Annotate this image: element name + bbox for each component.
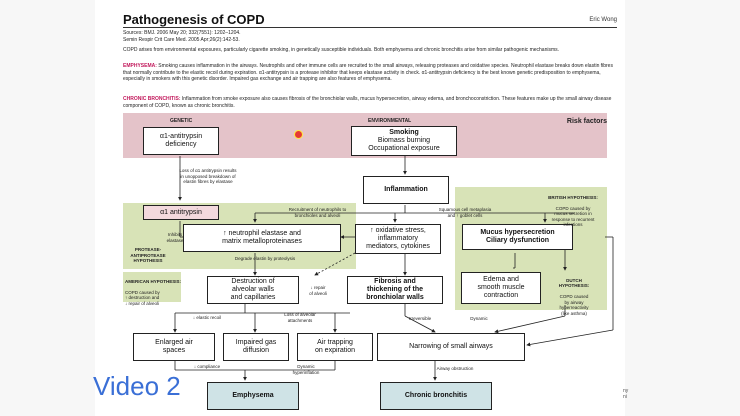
neutrophil-elastase-box: ↑ neutrophil elastase and matrix metallo… [183, 224, 341, 252]
video-label: Video 2 [93, 371, 181, 401]
document-page: Pathogenesis of COPD Eric Wong Sources: … [95, 0, 625, 416]
squamous-note: Squamous cell metaplasia and ↑ goblet ce… [438, 207, 492, 218]
elastic-recoil-note: ↓ elastic recoil [192, 315, 222, 320]
a1at-deficiency-box: α1-antitrypsin deficiency [143, 127, 219, 155]
repair-note: ↓ repair of alveoli [309, 285, 327, 296]
chronic-bronchitis-box: Chronic bronchitis [380, 382, 492, 410]
risk-factors-label: Risk factors [566, 118, 607, 125]
loss-attachments-note: Loss of alveolar attachments [284, 312, 316, 323]
source-2: Semin Respir Crit Care Med. 2005 Apr;26(… [123, 37, 240, 43]
environmental-header: ENVIRONMENTAL [368, 118, 412, 124]
emphysema-box: Emphysema [207, 382, 299, 410]
author: Eric Wong [589, 17, 617, 23]
title-rule [123, 27, 617, 28]
bronchitis-label: CHRONIC BRONCHITIS: [123, 96, 181, 102]
bronchitis-text: Inflammation from smoke exposure also ca… [123, 96, 612, 109]
airway-obstruction-note: Airway obstruction [436, 366, 474, 371]
enlarged-air-spaces-box: Enlarged air spaces [133, 333, 215, 361]
inhibits-elastase-note: Inhibits elastase [166, 232, 184, 243]
pointer-cursor [294, 130, 303, 139]
oxidative-stress-box: ↑ oxidative stress, inflammatory mediato… [355, 224, 441, 254]
recruitment-note: Recruitment of neutrophils to bronchiole… [288, 207, 347, 218]
american-hypothesis-header: AMERICAN HYPOTHESIS: [125, 278, 182, 284]
narrowing-box: Narrowing of small airways [377, 333, 525, 361]
irreversible-note: Irreversible [408, 316, 432, 321]
smoking-title: Smoking [389, 129, 419, 136]
degrade-elastin-note: Degrade elastin by proteolysis [234, 256, 296, 261]
dutch-hypothesis-header: DUTCH HYPOTHESIS: [558, 277, 590, 289]
a1at-box: α1 antitrypsin [143, 205, 219, 220]
american-hypothesis-panel [123, 272, 181, 302]
corner-text: ny ni [623, 388, 629, 400]
air-trapping-box: Air trapping on expiration [297, 333, 373, 361]
american-hypothesis: AMERICAN HYPOTHESIS: COPD caused by ↑ de… [125, 273, 181, 312]
protease-hypothesis-label: PROTEASE- ANTIPROTEASE HYPOTHESIS [130, 247, 166, 263]
emphysema-paragraph: EMPHYSEMA: Smoking causes inflammation i… [123, 63, 617, 83]
inflammation-box: Inflammation [363, 176, 449, 204]
dynamic-note: Dynamic [470, 316, 488, 321]
connector-lines [173, 156, 614, 381]
british-hypothesis: BRITISH HYPOTHESIS: COPD caused by mucus… [542, 189, 604, 233]
dutch-hypothesis-text: COPD caused by airway hyperreactivity (l… [559, 294, 589, 316]
impaired-gas-diffusion-box: Impaired gas diffusion [223, 333, 289, 361]
dynamic-hyperinflation-note: Dynamic hyperinflation [292, 364, 320, 375]
source-1: Sources: BMJ. 2006 May 20; 332(7551): 12… [123, 30, 241, 36]
bronchitis-paragraph: CHRONIC BRONCHITIS: Inflammation from sm… [123, 96, 617, 109]
dutch-hypothesis: DUTCH HYPOTHESIS: COPD caused by airway … [543, 272, 605, 322]
mucus-hypersecretion-box: Mucus hypersecretion Ciliary dysfunction [462, 224, 573, 250]
emphysema-text: Smoking causes inflammation in the airwa… [123, 63, 613, 82]
british-hypothesis-header: BRITISH HYPOTHESIS: [548, 194, 598, 200]
genetic-header: GENETIC [170, 118, 193, 124]
right-margin [625, 0, 740, 416]
british-hypothesis-text: COPD caused by mucus secretion in respon… [551, 205, 595, 228]
intro-paragraph: COPD arises from environmental exposures… [123, 47, 560, 53]
destruction-box: Destruction of alveolar walls and capill… [207, 276, 299, 304]
smoking-box: Smoking Biomass burning Occupational exp… [351, 126, 457, 156]
loss-a1at-note: Loss of α1 antitrypsin results in unoppo… [179, 168, 237, 184]
fibrosis-box: Fibrosis and thickening of the bronchiol… [347, 276, 443, 304]
compliance-note: ↓ compliance [193, 364, 221, 369]
page-title: Pathogenesis of COPD [123, 12, 265, 27]
edema-box: Edema and smooth muscle contraction [461, 272, 541, 304]
smoking-other-exposures: Biomass burning Occupational exposure [368, 137, 440, 152]
emphysema-label: EMPHYSEMA: [123, 63, 157, 69]
american-hypothesis-text: COPD caused by ↑ destruction and ↓ repai… [125, 289, 160, 306]
left-margin [0, 0, 95, 416]
sources: Sources: BMJ. 2006 May 20; 332(7551): 12… [123, 30, 241, 44]
